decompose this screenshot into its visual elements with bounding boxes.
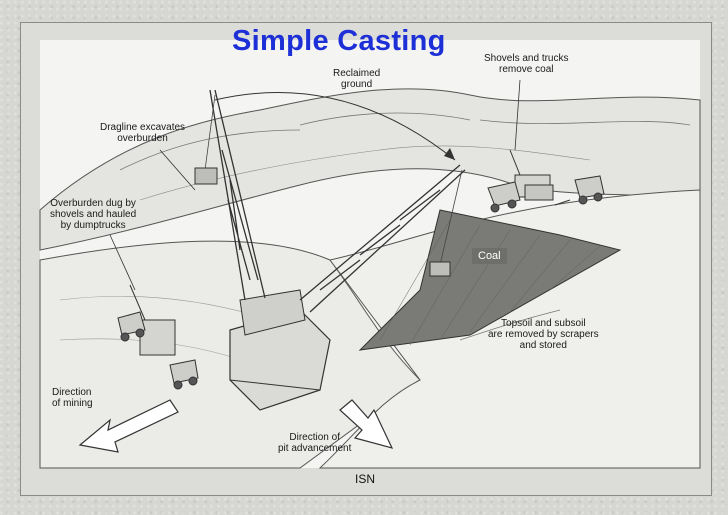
label-line: remove coal xyxy=(499,64,554,75)
dragline-body xyxy=(229,289,331,411)
reclaimed-arrowhead xyxy=(444,148,455,160)
leader-overburden xyxy=(109,234,136,291)
leader-shovels xyxy=(514,79,521,151)
slide-title: Simple Casting xyxy=(232,25,446,57)
dragline-bucket-1 xyxy=(194,167,218,185)
ridge-line-3 xyxy=(479,119,691,126)
label-dragline: Dragline excavates overburden xyxy=(100,122,185,144)
highwall-terrain xyxy=(318,189,701,469)
label-line: and stored xyxy=(519,340,567,351)
dumptruck-1 xyxy=(117,311,146,342)
label-line: overburden xyxy=(117,133,168,144)
label-line: Direction of xyxy=(289,432,340,443)
label-line: Shovels and trucks xyxy=(484,53,569,64)
slide-footer: ISN xyxy=(354,472,375,486)
scraper-track xyxy=(459,309,561,341)
label-line: shovels and hauled xyxy=(50,209,137,220)
dumptruck-2 xyxy=(169,359,199,390)
label-coal: Coal xyxy=(472,248,507,264)
pit-advancement-arrow xyxy=(339,399,394,449)
label-line: ground xyxy=(341,79,373,90)
direction-of-mining-arrow xyxy=(78,399,179,453)
label-line: of mining xyxy=(52,398,93,409)
label-line: Reclaimed xyxy=(333,68,381,79)
boom-cable-2 xyxy=(439,169,463,266)
label-line: are removed by scrapers xyxy=(488,329,599,340)
ridge-line-1 xyxy=(119,129,301,171)
truck-path xyxy=(554,199,571,206)
boom-cable-1 xyxy=(204,94,216,171)
label-line: by dumptrucks xyxy=(60,220,126,231)
leader-dragline xyxy=(159,149,196,191)
coal-truck-2 xyxy=(574,175,605,205)
overburden-shovel xyxy=(129,284,176,356)
coal-shovel xyxy=(509,149,554,201)
label-direction-mining: Direction of mining xyxy=(52,387,93,409)
ridge-line-2 xyxy=(299,112,471,126)
dragline-boom-2 xyxy=(299,164,466,313)
label-reclaimed-ground: Reclaimed ground xyxy=(333,68,380,90)
label-line: Topsoil and subsoil xyxy=(501,318,586,329)
label-shovels-trucks: Shovels and trucks remove coal xyxy=(484,53,569,75)
label-line: Direction xyxy=(52,387,92,398)
label-line: Overburden dug by xyxy=(50,198,136,209)
dragline-boom-1 xyxy=(209,89,266,301)
label-overburden-dug: Overburden dug by shovels and hauled by … xyxy=(50,198,136,231)
label-direction-pit: Direction of pit advancement xyxy=(278,432,351,454)
label-line: pit advancement xyxy=(278,443,352,454)
coal-seam xyxy=(358,209,622,351)
coal-truck-1 xyxy=(487,181,521,213)
label-line: Dragline excavates xyxy=(100,122,186,133)
reclaimed-arrow xyxy=(214,92,456,161)
label-topsoil: Topsoil and subsoil are removed by scrap… xyxy=(488,318,599,351)
dragline-bucket-2 xyxy=(429,261,451,277)
